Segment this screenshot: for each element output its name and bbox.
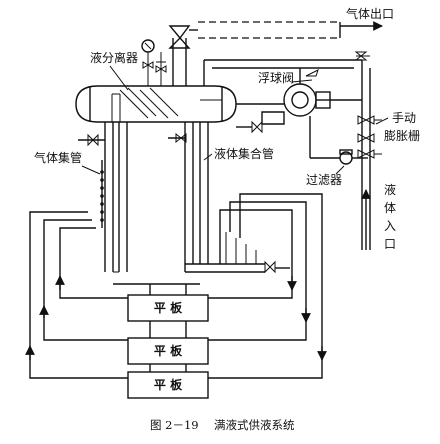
plate-2 (127, 337, 209, 365)
gas-header (100, 160, 104, 228)
liquid-inlet-label: 液 体 入 口 (384, 182, 396, 251)
liquid-separator-label: 液分离器 (90, 50, 138, 65)
figure-title: 满液式供液系统 (214, 418, 295, 432)
liquid-inlet-char-2: 体 (384, 201, 396, 215)
manual-label-line1: 手动 (392, 111, 416, 125)
gas-outlet-pipe (168, 21, 383, 86)
plate-1-label: 平 板 (154, 300, 183, 315)
manual-expansion-valve-line (330, 51, 382, 250)
liquid-inlet-char-1: 液 (384, 182, 396, 197)
liquid-collecting-pipe (168, 122, 290, 274)
plate-evaporators: 平 板 平 板 平 板 (127, 294, 209, 399)
manual-label-line2: 膨胀栅 (384, 128, 420, 143)
plate-3 (127, 371, 209, 399)
figure-number: 图 2－19 (150, 418, 199, 432)
liquid-separator-vessel (75, 85, 237, 123)
liquid-inlet-char-4: 口 (384, 237, 396, 251)
liquid-header-label: 液体集合管 (214, 146, 274, 161)
liquid-inlet-char-3: 入 (384, 219, 396, 233)
float-valve-label: 浮球阀 (258, 71, 294, 85)
return-loops (25, 193, 327, 379)
plate-1 (127, 294, 209, 322)
gas-outlet-label: 气体出口 (346, 6, 394, 21)
figure-caption: 图 2－19 满液式供液系统 (150, 418, 295, 432)
filter-label: 过滤器 (306, 173, 342, 187)
float-valve-assembly (203, 59, 362, 159)
filter (339, 149, 368, 165)
plate-2-label: 平 板 (154, 343, 183, 358)
gas-header-label: 气体集管 (34, 150, 82, 165)
gas-return-columns (78, 122, 128, 273)
pressure-gauge (141, 39, 167, 86)
plate-3-label: 平 板 (154, 377, 183, 392)
